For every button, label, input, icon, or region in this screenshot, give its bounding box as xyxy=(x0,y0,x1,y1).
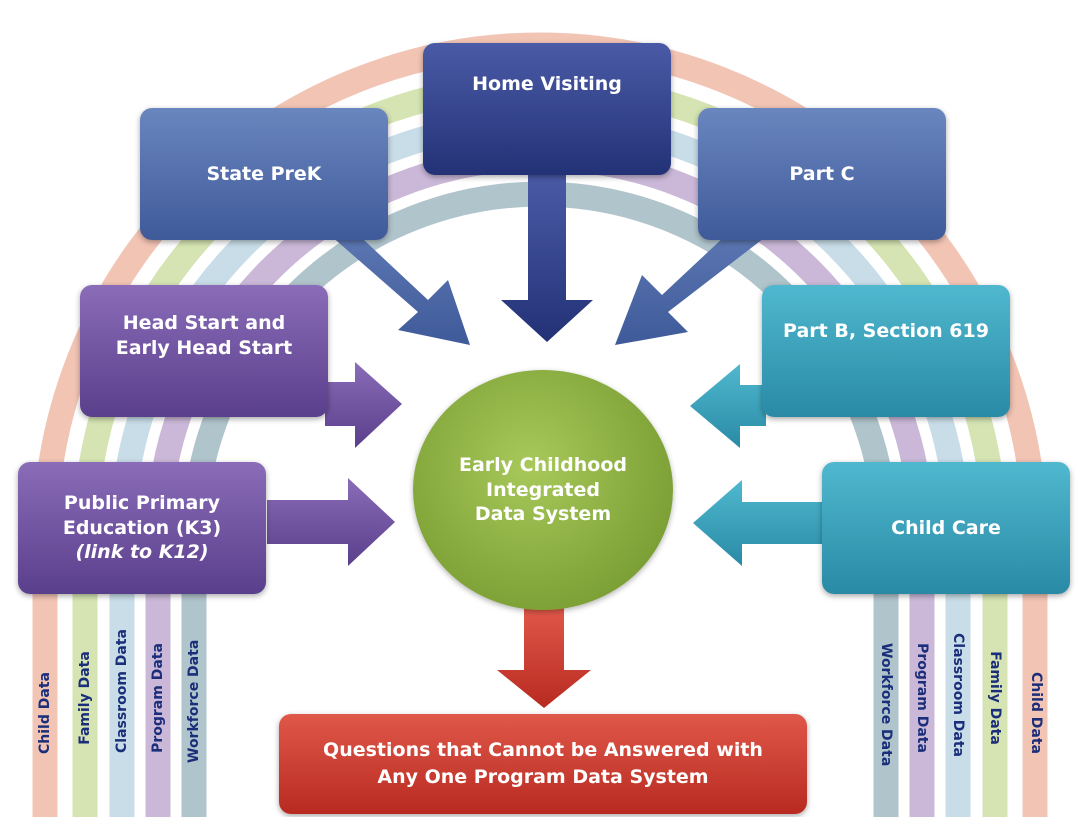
band-label-classroom-left: Classroom Data xyxy=(114,629,130,753)
public-primary-label-line3: (link to K12) xyxy=(75,541,209,564)
part-c-label: Part C xyxy=(789,162,855,185)
arrow-child-care xyxy=(693,480,822,566)
public-primary-label-line1: Public Primary xyxy=(63,491,221,514)
part-b-label: Part B, Section 619 xyxy=(783,319,989,342)
band-label-child-right: Child Data xyxy=(1028,672,1044,754)
public-primary-label-line2: Education (K3) xyxy=(62,516,222,539)
hub-circle: Early Childhood Integrated Data System xyxy=(413,370,673,610)
hub-label-line3: Data System xyxy=(474,503,612,526)
band-label-program-left: Program Data xyxy=(150,643,166,753)
arrow-head-start xyxy=(325,362,402,448)
box-part-c: Part C xyxy=(698,108,946,240)
box-home-visiting: Home Visiting xyxy=(423,43,671,175)
box-public-primary: Public Primary Education (K3) (link to K… xyxy=(18,462,266,594)
band-label-workforce-right: Workforce Data xyxy=(878,643,894,767)
hub-label-line2: Integrated xyxy=(486,478,600,501)
band-label-workforce-left: Workforce Data xyxy=(186,639,202,763)
band-label-family-left: Family Data xyxy=(77,651,93,745)
arrow-public-primary xyxy=(267,478,395,566)
arrow-part-b xyxy=(690,364,766,448)
output-label-line2: Any One Program Data System xyxy=(377,766,709,788)
box-head-start: Head Start and Early Head Start xyxy=(80,285,328,417)
band-label-child-left: Child Data xyxy=(37,672,53,754)
head-start-label-line1: Head Start and xyxy=(122,312,286,335)
band-label-classroom-right: Classroom Data xyxy=(950,633,966,757)
box-part-b: Part B, Section 619 xyxy=(762,285,1010,417)
child-care-label: Child Care xyxy=(891,516,1001,539)
state-prek-label: State PreK xyxy=(206,162,322,185)
arrows xyxy=(260,175,822,708)
hub-label-line1: Early Childhood xyxy=(458,453,627,476)
box-state-prek: State PreK xyxy=(140,108,388,240)
home-visiting-label: Home Visiting xyxy=(472,72,622,95)
band-label-family-right: Family Data xyxy=(987,651,1003,745)
output-label-line1: Questions that Cannot be Answered with xyxy=(323,739,763,762)
arrow-output xyxy=(497,608,591,708)
arrow-home-visiting xyxy=(501,175,593,342)
box-child-care: Child Care xyxy=(822,462,1070,594)
head-start-label-line2: Early Head Start xyxy=(115,337,293,359)
arrow-state-prek xyxy=(260,180,470,345)
band-label-program-right: Program Data xyxy=(914,643,930,753)
output-box: Questions that Cannot be Answered with A… xyxy=(279,714,807,814)
